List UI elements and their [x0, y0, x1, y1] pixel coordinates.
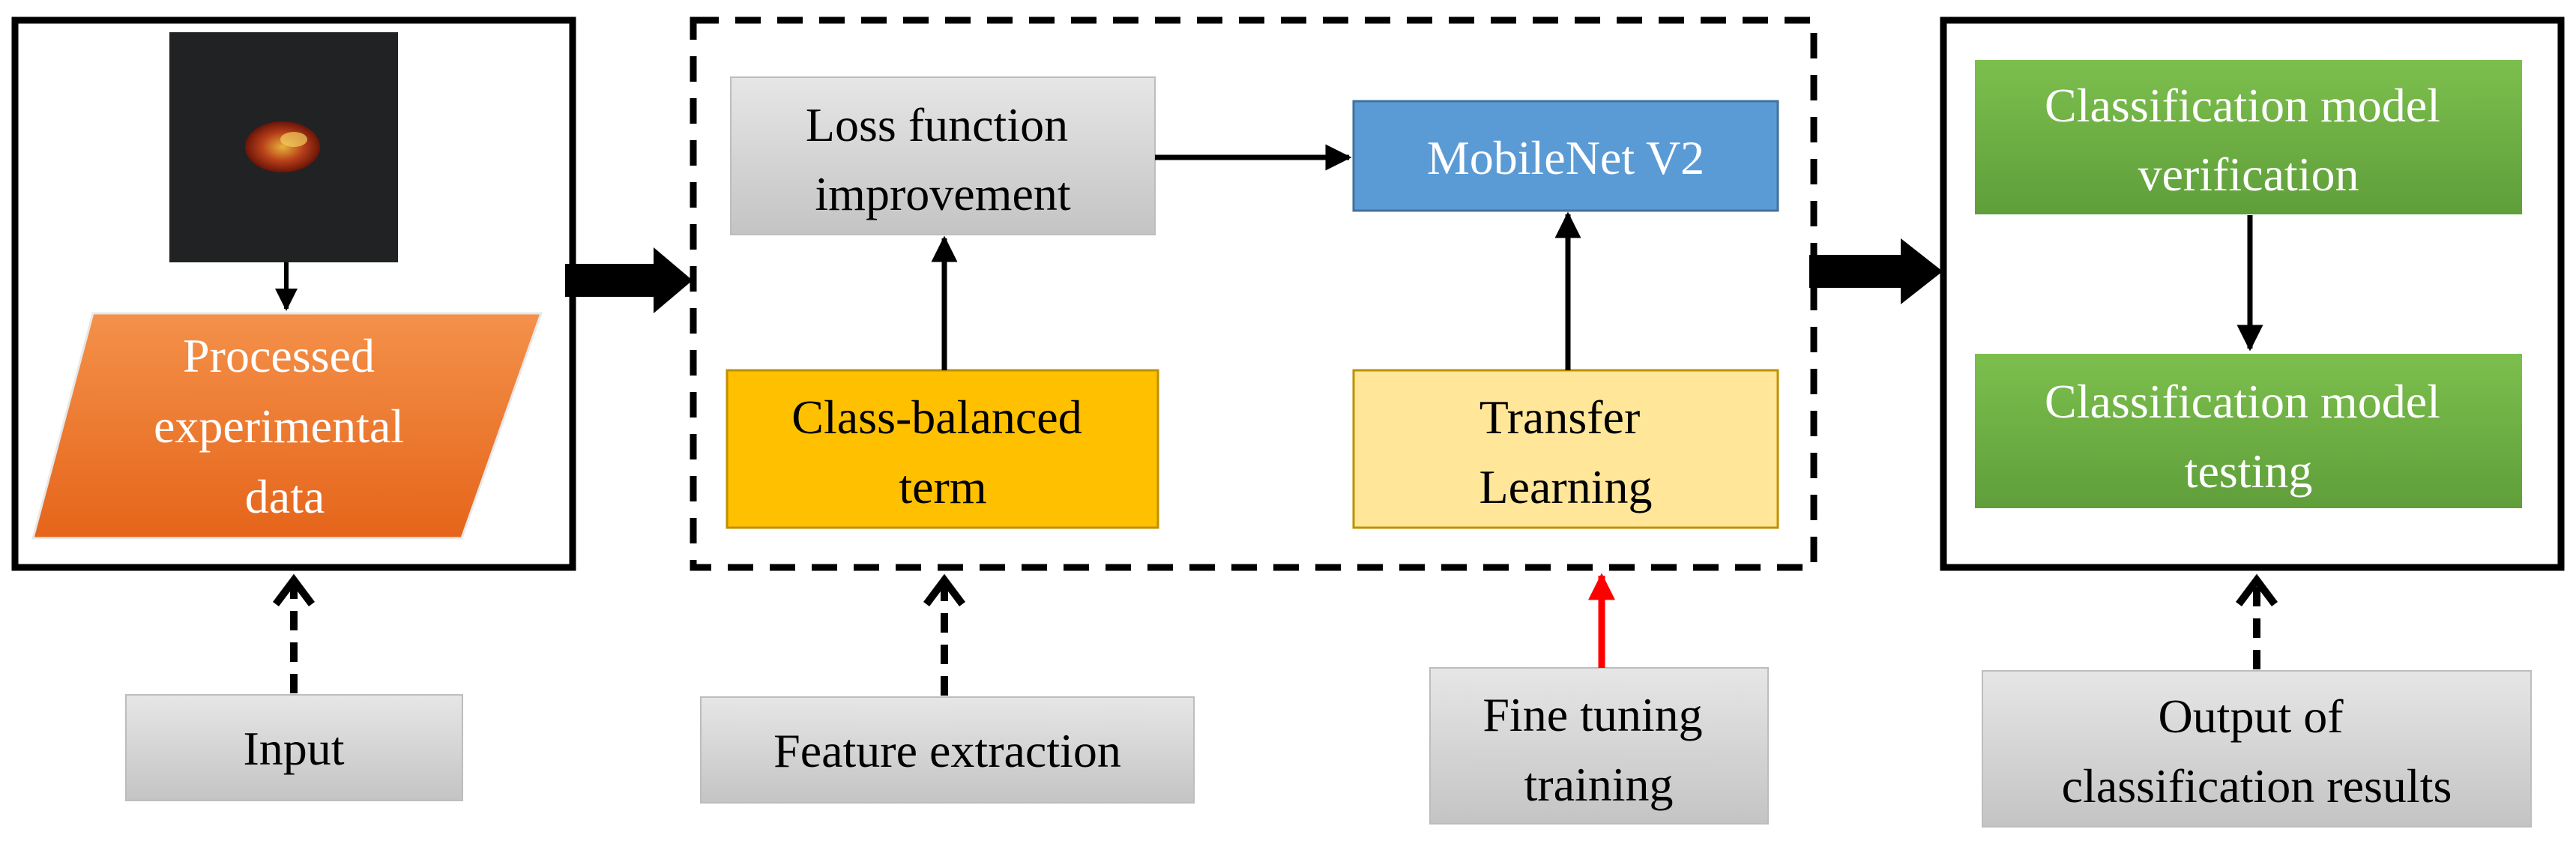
big-arrow-input-to-feature	[565, 247, 693, 313]
testing-label: Classification model testing	[2045, 375, 2452, 498]
feature-extraction-label: Feature extraction	[773, 724, 1121, 777]
processed-data-parallelogram	[31, 312, 543, 540]
mobilenet-label: MobileNet V2	[1427, 131, 1704, 184]
class-balanced-label: Class-balanced term	[791, 391, 1094, 513]
class-balanced-box	[726, 369, 1159, 529]
input-label-box	[125, 694, 463, 801]
big-arrow-feature-to-output	[1809, 238, 1943, 304]
fine-tuning-label: Fine tuning training	[1482, 688, 1714, 811]
dashed-arrow-feature-head	[923, 573, 965, 606]
processed-data-label: Processed experimental data	[154, 329, 416, 523]
input-label: Input	[243, 722, 344, 775]
feature-extraction-box	[700, 696, 1195, 804]
verification-label: Classification model verification	[2045, 79, 2452, 201]
mobilenet-box	[1352, 100, 1779, 212]
fine-tuning-box	[1429, 667, 1769, 825]
output-stage-frame	[1940, 16, 2565, 571]
verification-box	[1973, 58, 2524, 216]
fruit-sample-image	[169, 32, 398, 262]
transfer-learning-box	[1352, 369, 1779, 529]
output-label: Output of classification results	[2062, 690, 2452, 813]
output-label-box	[1982, 670, 2532, 828]
dashed-arrow-input-head	[273, 573, 315, 606]
feature-stage-frame	[690, 16, 1818, 571]
testing-box	[1973, 352, 2524, 510]
transfer-learning-label: Transfer Learning	[1479, 391, 1653, 513]
dashed-arrow-output-head	[2236, 573, 2278, 606]
loss-function-label: Loss function improvement	[806, 98, 1080, 220]
